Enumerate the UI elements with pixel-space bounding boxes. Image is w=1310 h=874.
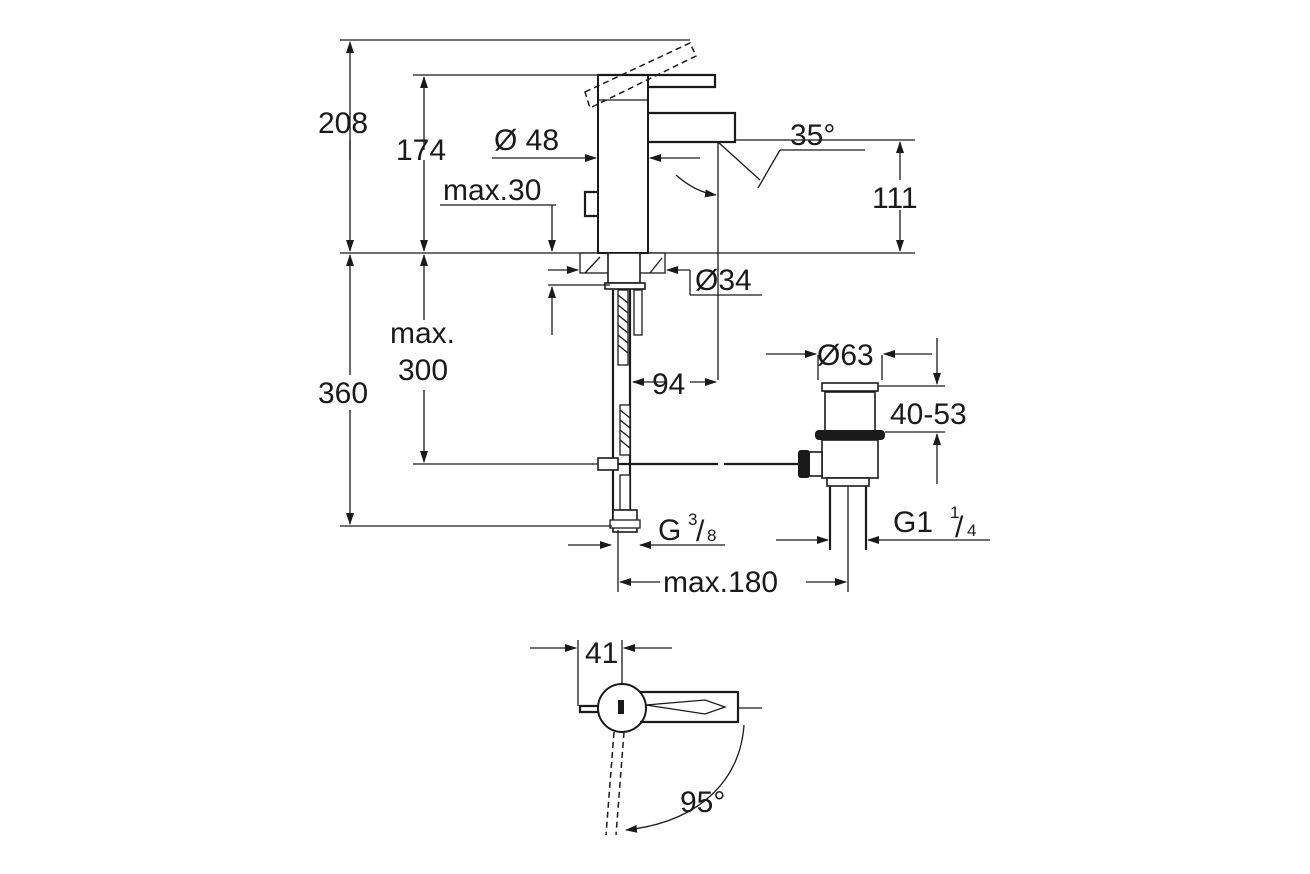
lever-open-position (584, 42, 697, 110)
dim-waste-thread-den: 4 (967, 521, 976, 540)
faucet-body (597, 74, 649, 254)
dim-lever-rotation: 95° (680, 786, 725, 819)
dim-supply-thread: G (658, 514, 681, 547)
faucet-top-view (578, 683, 740, 836)
dim-top-offset: 41 (585, 637, 618, 670)
waste-valve (798, 382, 885, 550)
dim-below-deck: 360 (318, 377, 368, 410)
dim-deck-thickness: max.30 (443, 174, 541, 207)
faucet-elevation-view (340, 42, 915, 533)
pop-up-rod-knob (583, 190, 598, 218)
dim-waste-diameter: Ø63 (817, 339, 874, 372)
fraction-slash-2: / (696, 515, 705, 548)
dim-spout-angle: 35° (790, 119, 835, 152)
mounting-shank (607, 252, 641, 284)
fraction-slash-1: / (955, 511, 964, 544)
dim-body-diameter: Ø 48 (494, 124, 559, 157)
dim-overall-height: 208 (318, 107, 368, 140)
dim-supply-thread-den: 8 (707, 526, 716, 545)
dim-lever-height: 174 (396, 134, 446, 167)
rod-clamp (597, 457, 619, 471)
dim-rod-length: max.180 (663, 566, 778, 599)
dim-hose-label-2: 300 (398, 354, 448, 387)
dim-hole-diameter: Ø34 (695, 264, 752, 297)
dim-waste-thread: G1 (893, 506, 933, 539)
spout (648, 111, 737, 144)
dim-spout-reach: 94 (652, 368, 685, 401)
dim-spout-height: 111 (872, 182, 918, 215)
dim-supply-thread-num: 3 (688, 510, 697, 529)
dim-hose-label-1: max. (390, 317, 455, 350)
dim-waste-range: 40-53 (890, 398, 967, 431)
dim-waste-thread-num: 1 (950, 503, 959, 522)
